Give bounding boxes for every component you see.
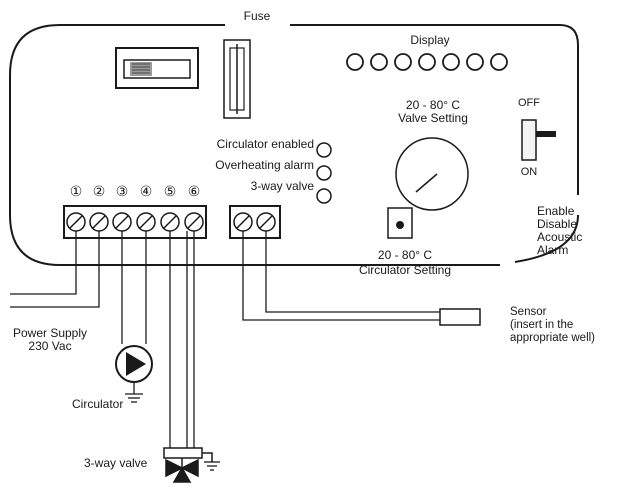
on-label: ON — [520, 166, 538, 178]
circulator-enabled-label: Circulator enabled — [216, 137, 314, 151]
circulator-enabled-led — [316, 142, 332, 158]
power-supply-line-1: Power Supply — [12, 326, 88, 340]
three-way-valve-led — [316, 188, 332, 204]
terminal-number-2: ② — [92, 183, 106, 199]
sensor-line-3: appropriate well) — [510, 332, 596, 344]
fuse-holder — [223, 39, 251, 119]
circulator-setting-trimmer — [387, 207, 413, 239]
valve-setting-dial — [395, 137, 469, 211]
power-supply-wire-2 — [10, 231, 100, 308]
power-supply-label: Power Supply 230 Vac — [2, 327, 98, 353]
power-supply-wire-1 — [10, 231, 77, 295]
terminal-number-5: ⑤ — [163, 183, 177, 199]
three-way-valve-led-label: 3-way valve — [250, 179, 314, 193]
terminal-number-4: ④ — [139, 183, 153, 199]
display-led — [466, 53, 484, 71]
fuse-label: Fuse — [243, 9, 271, 23]
acoustic-disable-label: Disable — [537, 217, 578, 231]
enclosure-corner — [514, 214, 579, 263]
indicator-leds — [316, 142, 332, 204]
sensor-label: Sensor (insert in the appropriate well) — [510, 306, 620, 345]
sensor-line-1: Sensor — [510, 306, 547, 318]
terminal-block-main — [63, 205, 207, 239]
display-led — [442, 53, 460, 71]
terminal-block-sensor — [229, 205, 281, 239]
acoustic-alarm-toggle — [521, 119, 556, 161]
terminal-number-6: ⑥ — [187, 183, 201, 199]
overheating-alarm-label: Overheating alarm — [215, 158, 314, 172]
display-led — [370, 53, 388, 71]
display-leds — [346, 53, 508, 71]
three-way-valve-label: 3-way valve — [84, 456, 148, 470]
valve-range-label: 20 - 80° C — [405, 98, 461, 112]
three-way-valve-icon — [163, 447, 213, 483]
terminal-number-1: ① — [69, 183, 83, 199]
acoustic-alarm-label: Enable Disable Acoustic Alarm — [537, 205, 617, 257]
acoustic-enable-label: Enable — [537, 204, 575, 218]
circulator-setting-label: Circulator Setting — [358, 263, 452, 277]
terminal-number-3: ③ — [115, 183, 129, 199]
circulator-range-label: 20 - 80° C — [377, 248, 433, 262]
enclosure-outline — [9, 24, 500, 266]
display-led — [418, 53, 436, 71]
wiring — [10, 231, 440, 448]
power-supply-line-2: 230 Vac — [28, 339, 72, 353]
sensor-probe — [439, 308, 481, 326]
display-led — [346, 53, 364, 71]
circulator-pump-icon — [115, 345, 153, 394]
sensor-wire-1 — [242, 231, 440, 321]
off-label: OFF — [518, 97, 540, 109]
sensor-wire-2 — [265, 231, 440, 313]
valve-setting-label: Valve Setting — [398, 111, 468, 125]
valve-ground-icon — [204, 461, 220, 471]
acoustic-acoustic-label: Acoustic — [537, 230, 583, 244]
acoustic-alarm-word-label: Alarm — [537, 243, 569, 257]
display-label: Display — [410, 33, 450, 47]
display-led — [490, 53, 508, 71]
selector-switch — [115, 47, 199, 89]
overheating-alarm-led — [316, 165, 332, 181]
circulator-label: Circulator — [72, 397, 124, 411]
enclosure-outline-right — [290, 24, 579, 195]
display-led — [394, 53, 412, 71]
sensor-line-2: (insert in the — [510, 319, 574, 331]
circulator-ground-icon — [125, 393, 143, 403]
